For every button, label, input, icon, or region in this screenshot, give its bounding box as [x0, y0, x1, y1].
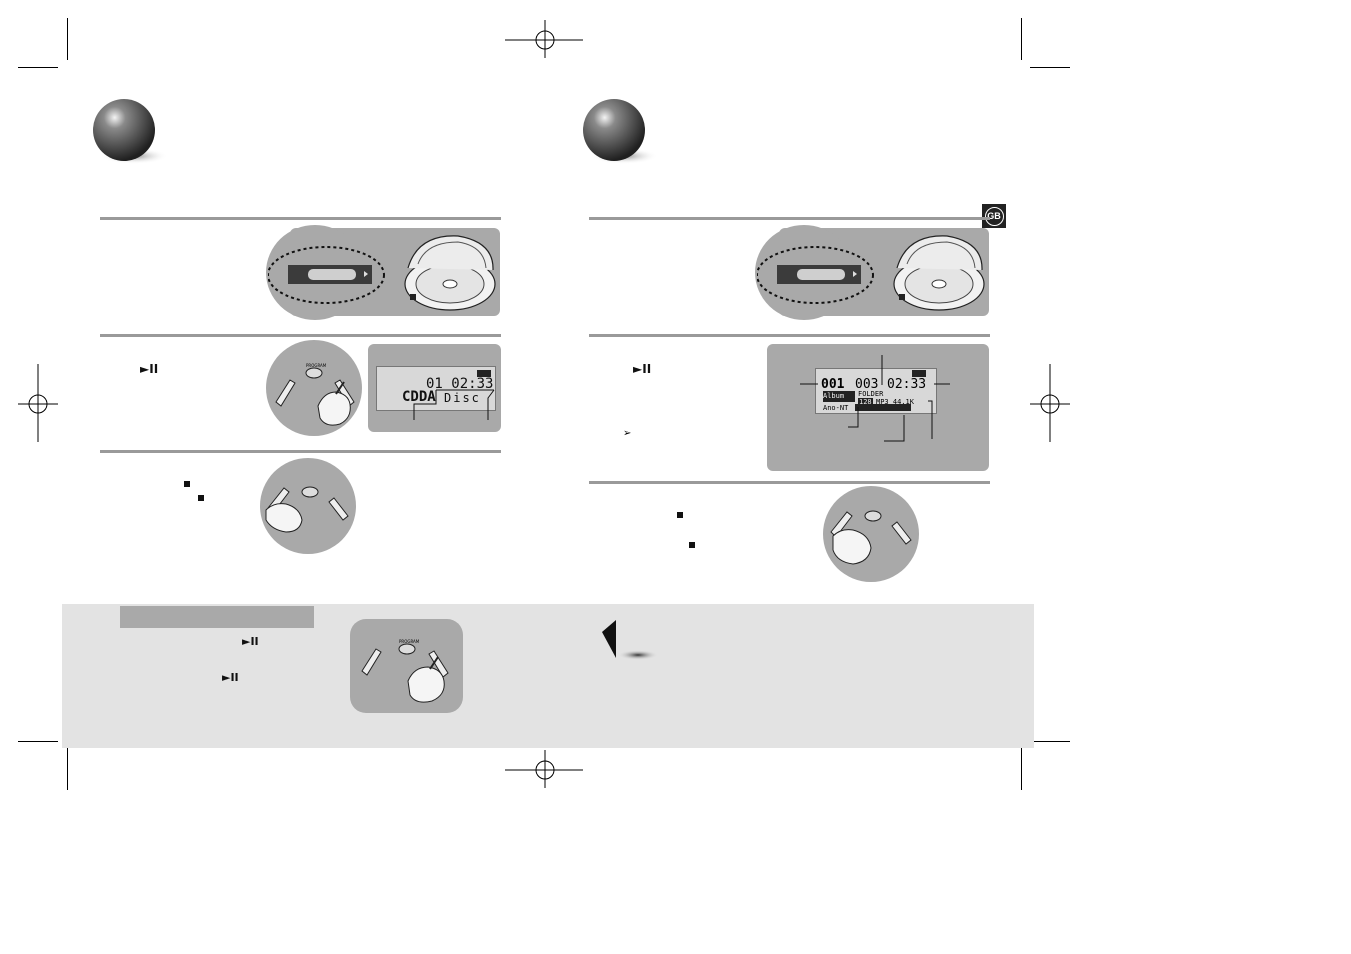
note-marker-icon: [602, 620, 658, 660]
section-divider: [100, 217, 501, 220]
lcd-track-number: 003: [855, 377, 879, 392]
stop-symbol: [184, 481, 190, 487]
lcd-title-prefix: Ano-NT: [823, 404, 849, 412]
registration-mark-bottom: [505, 750, 583, 788]
section-divider: [100, 450, 501, 453]
arrow-bullet: ➢: [623, 428, 632, 439]
battery-icon: [477, 370, 491, 377]
registration-mark-left: [18, 364, 58, 442]
registration-mark-right: [1030, 364, 1070, 442]
sphere-icon: [583, 99, 658, 164]
crop-mark: [1030, 67, 1070, 68]
play-pause-symbol: ►II: [140, 362, 159, 376]
lcd-scroll-bar: [855, 404, 911, 411]
crop-mark: [1021, 748, 1022, 790]
lcd-format: CDDA: [402, 389, 436, 405]
cd-player-illustration: [268, 235, 496, 311]
notes-band: [62, 604, 1034, 748]
button-press-illustration: PROGRAM: [361, 639, 449, 703]
stop-symbol: [677, 512, 683, 518]
lcd-time: 02:33: [887, 377, 927, 392]
crop-mark: [18, 741, 58, 742]
lcd-callout-lines: [413, 389, 495, 420]
lcd-bitrate: 128: [858, 398, 873, 406]
svg-text:PROGRAM: PROGRAM: [306, 363, 327, 368]
crop-mark: [67, 748, 68, 790]
lcd-album-number: 001: [821, 377, 845, 392]
stop-press-illustration: [830, 510, 912, 565]
registration-mark-top: [505, 20, 583, 58]
crop-mark: [67, 18, 68, 60]
crop-mark: [18, 67, 58, 68]
svg-text:PROGRAM: PROGRAM: [399, 639, 420, 644]
language-badge: GB: [982, 204, 1006, 228]
crop-mark: [1021, 18, 1022, 60]
battery-icon: [912, 370, 926, 377]
play-pause-symbol: ►II: [222, 671, 239, 684]
button-press-illustration: PROGRAM: [275, 363, 355, 426]
cd-player-illustration: [757, 235, 985, 311]
play-pause-symbol: ►II: [242, 635, 259, 648]
stop-symbol: [198, 495, 204, 501]
section-divider: [589, 481, 990, 484]
crop-mark: [1030, 741, 1070, 742]
section-divider: [100, 334, 501, 337]
sphere-icon: [93, 99, 168, 164]
badge-label: GB: [984, 206, 1004, 226]
lcd-track-time: 01 02:33: [426, 376, 494, 392]
lcd-disc-label: Disc: [444, 391, 481, 405]
lcd-folder-label: FOLDER: [858, 390, 884, 398]
section-divider: [589, 334, 990, 337]
play-pause-symbol: ►II: [633, 362, 652, 376]
stop-press-illustration: [265, 486, 349, 533]
note-heading-bar: [120, 606, 314, 628]
lcd-codec: MP3 44.1K: [876, 398, 914, 406]
lcd-mode-block: Album: [823, 391, 855, 402]
stop-symbol: [689, 542, 695, 548]
section-divider: [589, 217, 990, 220]
lcd-callout-lines: [800, 355, 950, 442]
